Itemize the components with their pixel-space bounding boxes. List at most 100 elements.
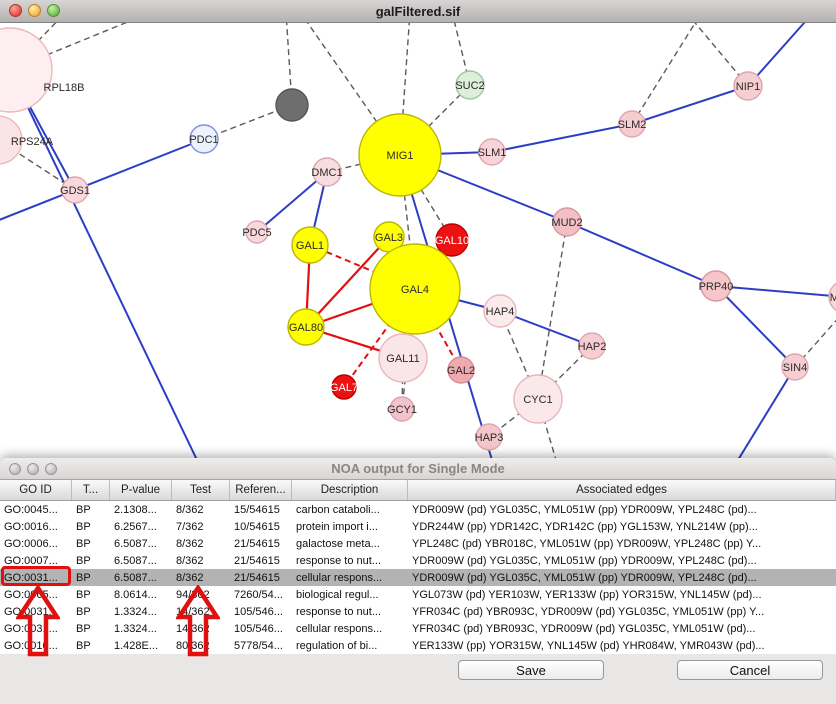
graph-node-unlabeled[interactable]	[275, 88, 309, 122]
table-cell: 8/362	[176, 571, 204, 584]
graph-node-MIG1[interactable]	[358, 113, 442, 197]
graph-node-HAP2[interactable]	[578, 332, 606, 360]
table-cell: YER133W (pp) YOR315W, YNL145W (pd) YHR08…	[412, 639, 765, 652]
table-cell: 7/362	[176, 520, 204, 533]
graph-node-GAL2[interactable]	[447, 356, 475, 384]
graph-edge	[631, 11, 703, 125]
graph-node-HAP4[interactable]	[483, 294, 517, 328]
table-cell: galactose meta...	[296, 537, 380, 550]
table-cell: 6.5087...	[114, 554, 157, 567]
graph-node-label: SIN4	[783, 362, 807, 374]
graph-node-NIP1[interactable]	[733, 71, 763, 101]
graph-node-label: SLM2	[618, 119, 647, 131]
table-cell: 105/546...	[234, 605, 283, 618]
table-cell: 7260/54...	[234, 588, 283, 601]
graph-node-PDC5[interactable]	[245, 220, 269, 244]
graph-node-MSN4[interactable]	[828, 281, 836, 313]
column-header-6[interactable]: Description	[292, 480, 408, 500]
window-controls	[9, 463, 57, 475]
table-cell: BP	[76, 639, 91, 652]
save-button[interactable]: Save	[458, 660, 604, 680]
graph-edge	[566, 221, 717, 287]
column-header-7[interactable]: Associated edges	[408, 480, 836, 500]
table-cell: biological regul...	[296, 588, 379, 601]
graph-node-label: HAP4	[486, 306, 515, 318]
column-header-1[interactable]: GO ID	[0, 480, 72, 500]
zoom-button[interactable]	[45, 463, 57, 475]
table-cell: 8.0614...	[114, 588, 157, 601]
graph-node-SUC2[interactable]	[455, 70, 485, 100]
table-cell: 6.2567...	[114, 520, 157, 533]
graph-node-label: PDC1	[189, 134, 218, 146]
graph-node-SLM1[interactable]	[478, 138, 506, 166]
noa-titlebar[interactable]: NOA output for Single Mode	[0, 458, 836, 480]
table-cell: YDR009W (pd) YGL035C, YML051W (pp) YDR00…	[412, 503, 757, 516]
table-cell: 1.3324...	[114, 605, 157, 618]
graph-node-RPL18B[interactable]	[0, 27, 53, 113]
table-cell: BP	[76, 605, 91, 618]
graph-edge	[747, 13, 813, 87]
graph-node-MUD2[interactable]	[552, 207, 582, 237]
graph-node-HAP3[interactable]	[475, 423, 503, 451]
graph-node-label: GAL11	[386, 353, 419, 365]
graph-node-RPS24A[interactable]	[0, 115, 23, 165]
zoom-button[interactable]	[47, 4, 60, 17]
table-cell: GO:0031...	[4, 622, 58, 635]
table-cell: GO:0007...	[4, 554, 58, 567]
table-cell: BP	[76, 537, 91, 550]
graph-node-GDS1[interactable]	[61, 176, 89, 204]
graph-node-label: RPS24A	[11, 136, 54, 148]
graph-node-GCY1[interactable]	[389, 396, 415, 422]
graph-node-DMC1[interactable]	[312, 157, 342, 187]
table-cell: YFR034C (pd) YBR093C, YDR009W (pd) YGL03…	[412, 622, 756, 635]
graph-node-label: SLM1	[478, 147, 507, 159]
graph-node-SIN4[interactable]	[781, 353, 809, 381]
network-window-titlebar[interactable]: galFiltered.sif	[0, 0, 836, 23]
minimize-button[interactable]	[28, 4, 41, 17]
column-header-5[interactable]: Referen...	[230, 480, 292, 500]
close-button[interactable]	[9, 4, 22, 17]
graph-node-GAL10[interactable]	[435, 223, 469, 257]
graph-edge	[491, 123, 633, 153]
graph-node-label: GAL10	[435, 235, 469, 247]
column-header-4[interactable]: Test	[172, 480, 230, 500]
table-cell: 80/362	[176, 639, 210, 652]
column-header-2[interactable]: T...	[72, 480, 110, 500]
table-cell: protein import i...	[296, 520, 378, 533]
graph-node-SLM2[interactable]	[618, 110, 646, 138]
table-cell: cellular respons...	[296, 571, 383, 584]
column-header-3[interactable]: P-value	[110, 480, 172, 500]
graph-node-label: MSN4	[830, 292, 836, 304]
table-cell: BP	[76, 503, 91, 516]
graph-node-label: HAP2	[578, 341, 607, 353]
graph-node-PRP40[interactable]	[700, 270, 732, 302]
graph-node-GAL11[interactable]	[378, 333, 428, 383]
table-cell: 6.5087...	[114, 537, 157, 550]
graph-edge	[9, 69, 198, 458]
minimize-button[interactable]	[27, 463, 39, 475]
graph-node-GAL80[interactable]	[287, 308, 325, 346]
graph-node-PDC1[interactable]	[189, 124, 219, 154]
graph-node-GAL4[interactable]	[369, 243, 461, 335]
graph-node-label: GDS1	[60, 185, 90, 197]
graph-node-GAL7[interactable]	[331, 374, 357, 400]
close-button[interactable]	[9, 463, 21, 475]
table-cell: 8/362	[176, 554, 204, 567]
graph-node-CYC1[interactable]	[513, 374, 563, 424]
graph-node-GAL1[interactable]	[291, 226, 329, 264]
table-cell: YDR244W (pp) YDR142C, YDR142C (pp) YGL15…	[412, 520, 758, 533]
graph-node-label: RPL18B	[44, 82, 85, 94]
table-cell: 6.5087...	[114, 571, 157, 584]
cancel-button[interactable]: Cancel	[677, 660, 823, 680]
